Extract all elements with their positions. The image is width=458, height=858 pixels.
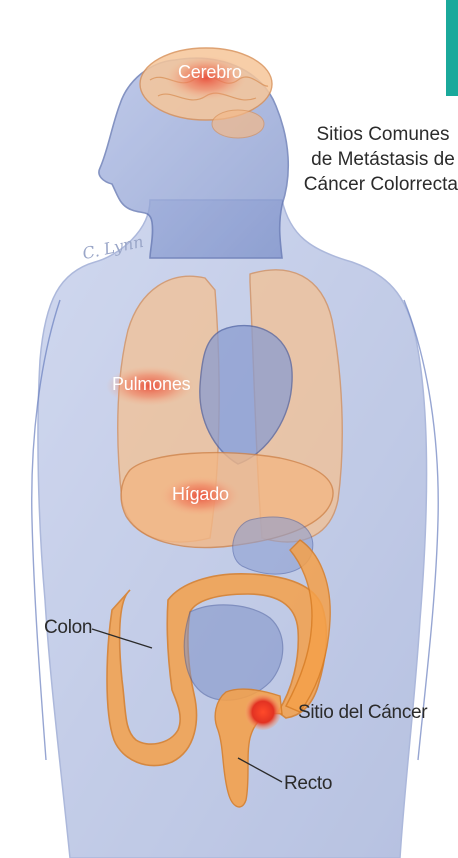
rectum-label: Recto <box>284 773 332 795</box>
lungs-label: Pulmones <box>112 374 190 395</box>
title-line-1: Sitios Comunes <box>298 122 458 147</box>
title-line-3: Cáncer Colorrectal <box>298 172 458 197</box>
cerebellum-shape <box>212 110 264 138</box>
tumor-marker <box>245 694 281 730</box>
corner-tab <box>446 0 458 96</box>
colon-label: Colon <box>44 617 92 639</box>
cancer-site-label: Sitio del Cáncer <box>298 702 427 724</box>
brain-label: Cerebro <box>178 62 242 83</box>
diagram-title: Sitios Comunes de Metástasis de Cáncer C… <box>298 122 458 197</box>
liver-label: Hígado <box>172 484 229 505</box>
title-line-2: de Metástasis de <box>298 147 458 172</box>
